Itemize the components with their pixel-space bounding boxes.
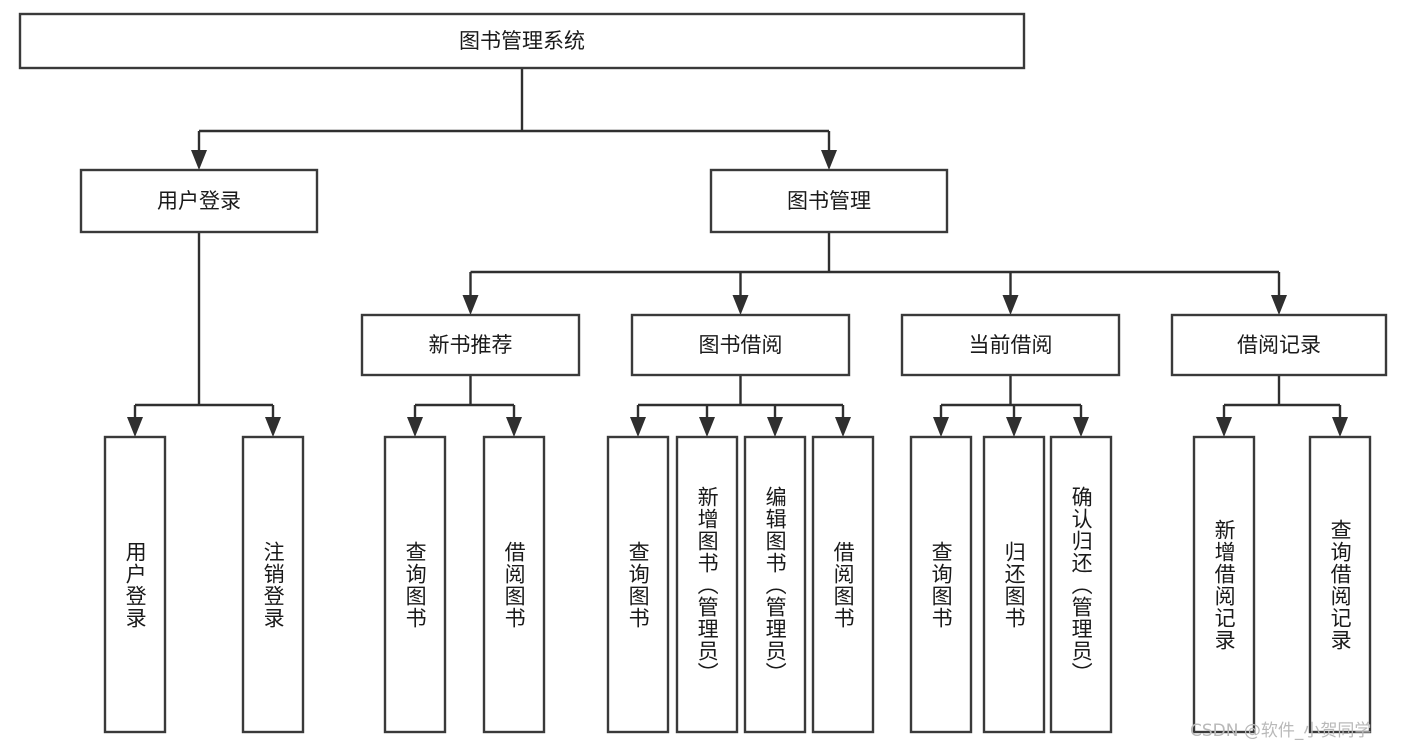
- watermark-text: CSDN @软件_小贺同学: [1190, 721, 1372, 741]
- node-leaf-add-record[interactable]: [1192, 435, 1256, 734]
- node-leaf-confirm-return[interactable]: [1049, 435, 1113, 734]
- arrow-head-icon: [506, 417, 522, 437]
- node-leaf-query-book-2[interactable]: [606, 435, 670, 734]
- arrow-head-icon: [835, 417, 851, 437]
- node-book-borrow[interactable]: [630, 313, 851, 377]
- node-leaf-edit-book[interactable]: [743, 435, 807, 734]
- arrow-head-icon: [407, 417, 423, 437]
- arrow-head-icon: [767, 417, 783, 437]
- connector-layer: [127, 68, 1348, 437]
- node-leaf-return-book[interactable]: [982, 435, 1046, 734]
- node-label-book-borrow: 图书借阅: [699, 333, 783, 357]
- box-layer: [18, 12, 1388, 734]
- node-leaf-logout[interactable]: [241, 435, 305, 734]
- node-label-book-manage: 图书管理: [787, 189, 871, 213]
- node-new-book-rec[interactable]: [360, 313, 581, 377]
- arrow-head-icon: [1216, 417, 1232, 437]
- node-borrow-record[interactable]: [1170, 313, 1388, 377]
- node-label-new-book-rec: 新书推荐: [429, 333, 513, 357]
- node-book-manage[interactable]: [709, 168, 949, 234]
- arrow-head-icon: [1271, 295, 1287, 315]
- node-label-root: 图书管理系统: [459, 29, 585, 53]
- arrow-head-icon: [630, 417, 646, 437]
- node-current-borrow[interactable]: [900, 313, 1121, 377]
- node-leaf-query-book-3[interactable]: [909, 435, 973, 734]
- node-label-current-borrow: 当前借阅: [969, 333, 1053, 357]
- node-leaf-query-book-1[interactable]: [383, 435, 447, 734]
- arrow-head-icon: [1002, 295, 1019, 315]
- arrow-head-icon: [1332, 417, 1348, 437]
- arrow-head-icon: [1006, 417, 1022, 437]
- node-leaf-borrow-book-1[interactable]: [482, 435, 546, 734]
- arrow-head-icon: [933, 417, 949, 437]
- node-leaf-query-record[interactable]: [1308, 435, 1372, 734]
- arrow-head-icon: [821, 150, 837, 170]
- arrow-head-icon: [191, 150, 207, 170]
- arrow-head-icon: [265, 417, 281, 437]
- node-leaf-add-book[interactable]: [675, 435, 739, 734]
- arrow-head-icon: [127, 417, 143, 437]
- node-label-user-login: 用户登录: [157, 189, 241, 213]
- arrow-head-icon: [462, 295, 479, 315]
- node-user-login[interactable]: [79, 168, 319, 234]
- arrow-head-icon: [1073, 417, 1089, 437]
- arrow-head-icon: [732, 295, 749, 315]
- node-label-borrow-record: 借阅记录: [1237, 333, 1321, 357]
- node-leaf-user-login[interactable]: [103, 435, 167, 734]
- node-leaf-borrow-book-2[interactable]: [811, 435, 875, 734]
- arrow-head-icon: [699, 417, 715, 437]
- node-root-system[interactable]: [18, 12, 1026, 70]
